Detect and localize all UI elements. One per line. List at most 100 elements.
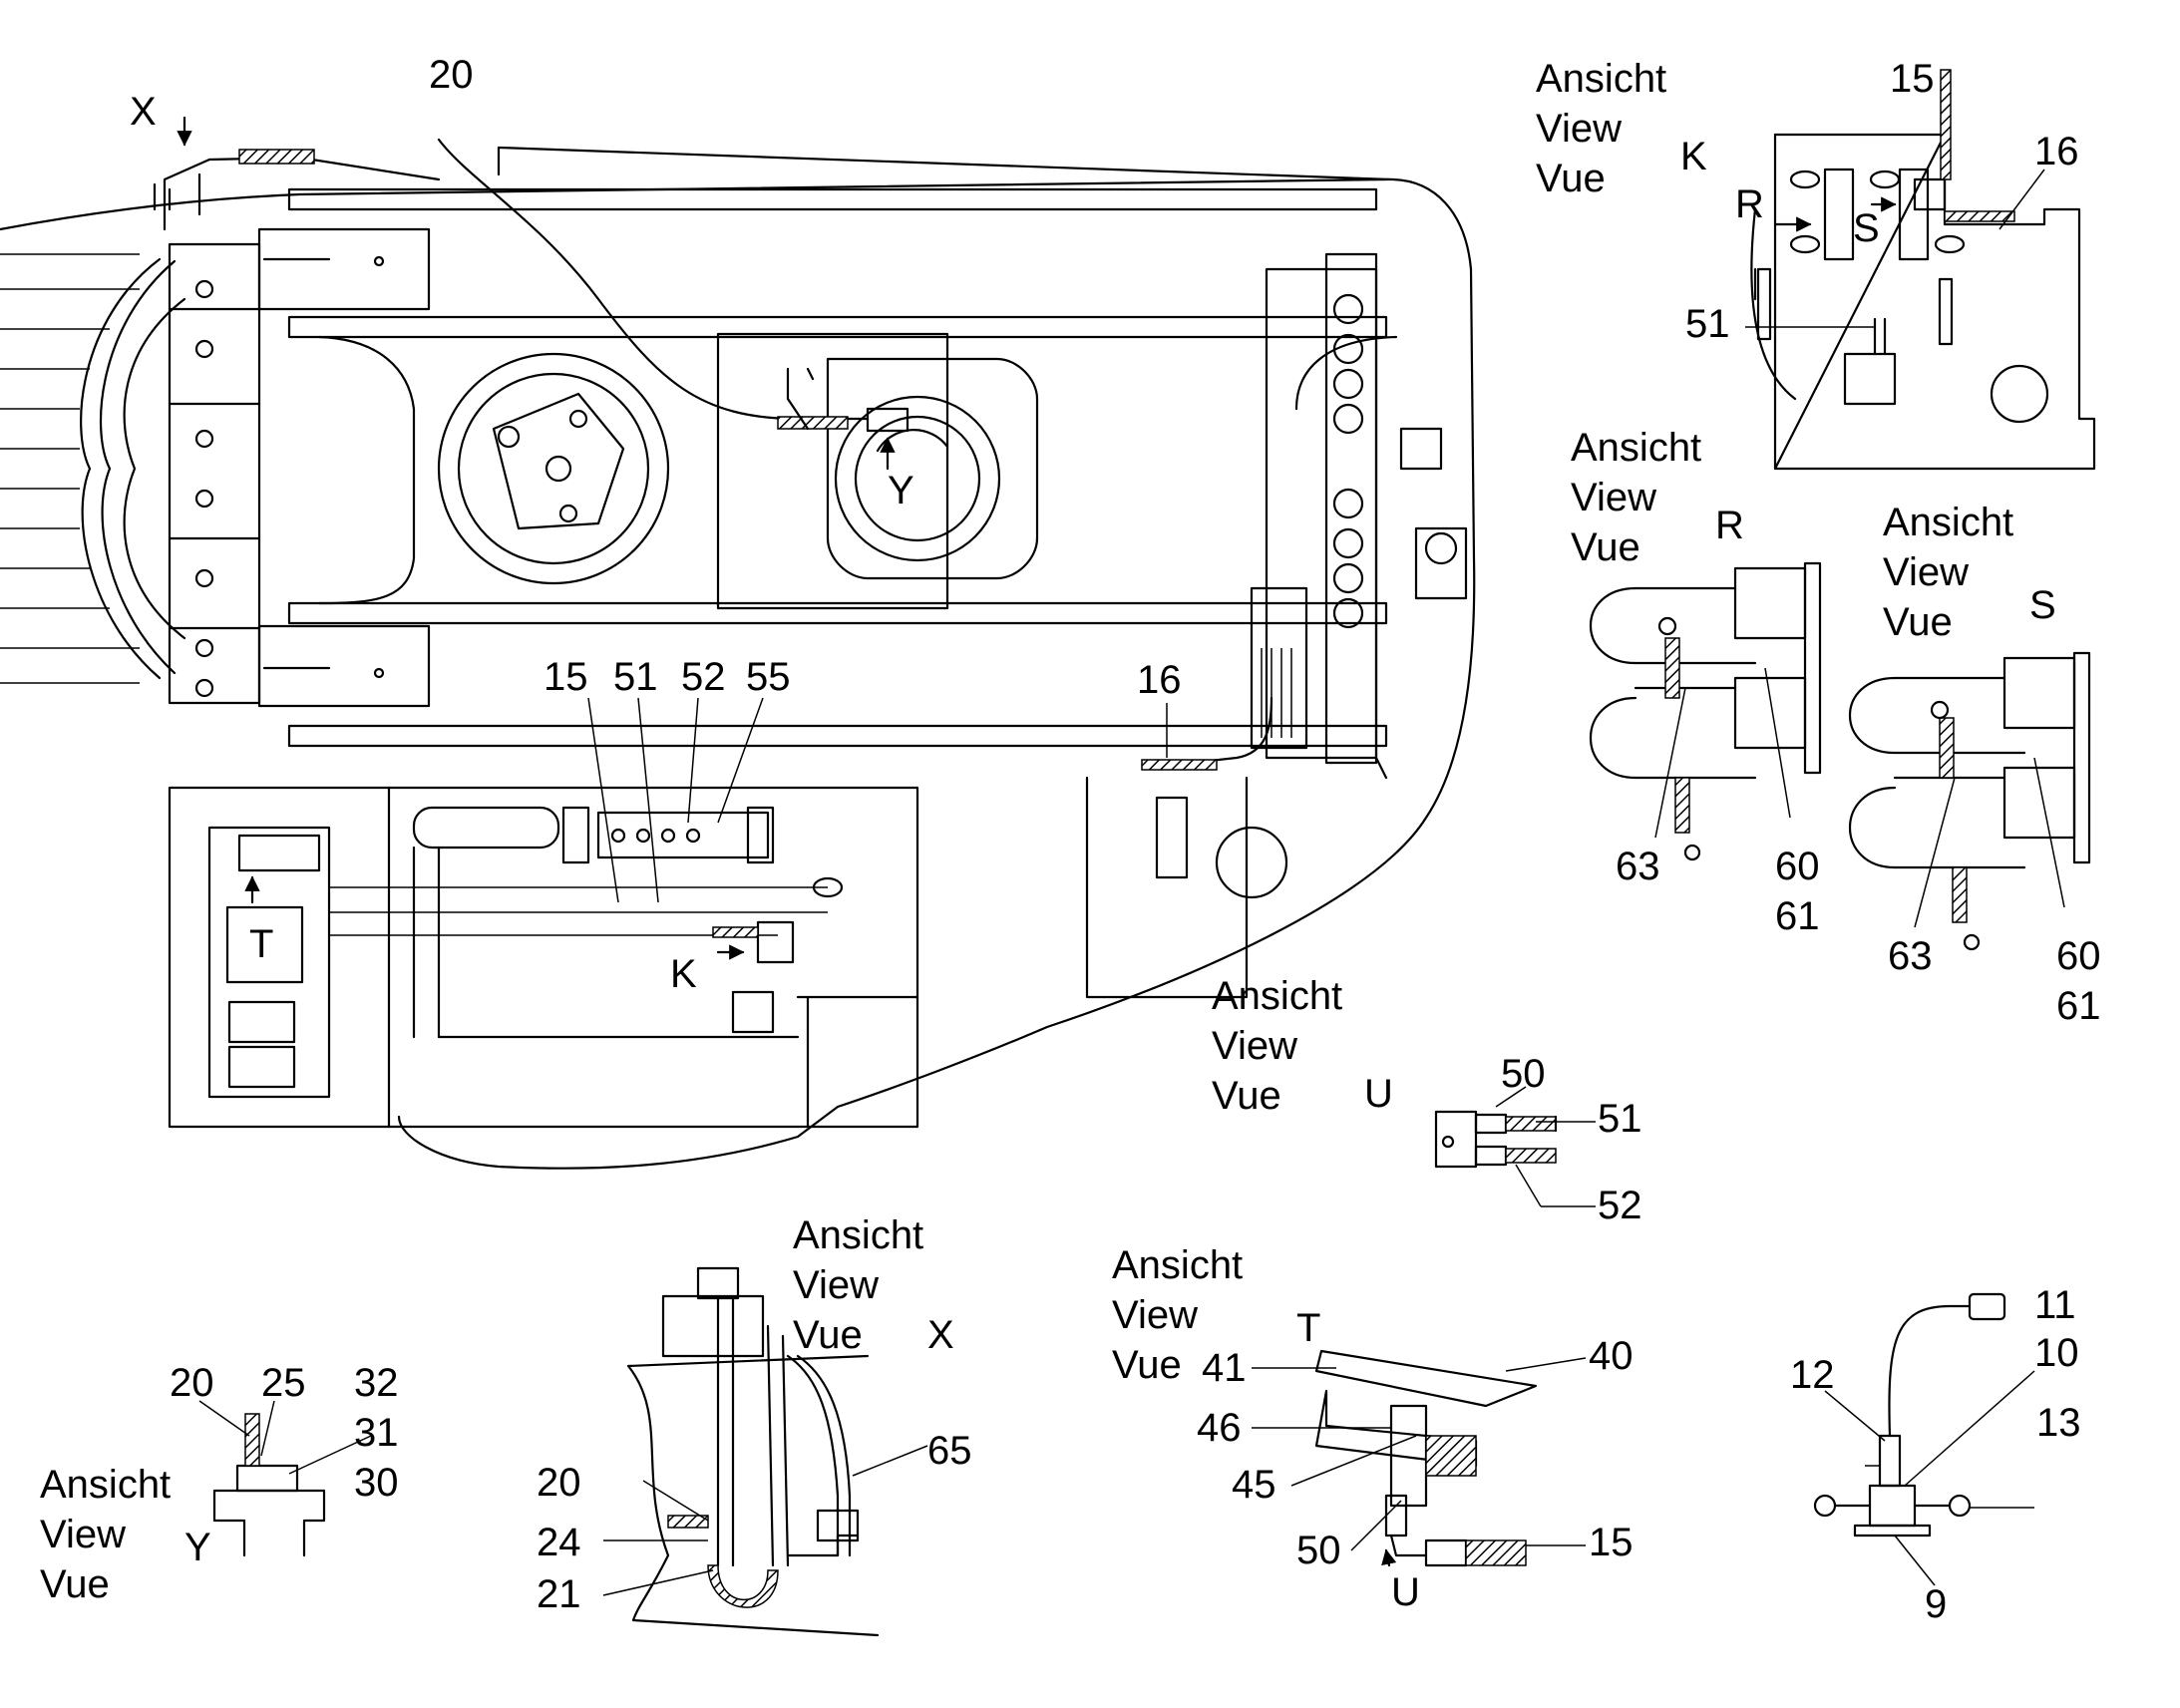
view-S-title-fr: Vue	[1883, 600, 1953, 644]
callout-16: 16	[1137, 658, 1182, 702]
sensor-detail: 11 10 12 13 9	[1790, 1283, 2081, 1626]
view-R-title-fr: Vue	[1571, 525, 1640, 569]
viewS-callout-63: 63	[1888, 934, 1933, 978]
manifold-bar	[596, 811, 770, 859]
arrow-label-K: K	[670, 952, 697, 996]
mark-T: T	[249, 922, 273, 966]
view-U-title-fr: Vue	[1212, 1074, 1281, 1118]
viewK-callout-16: 16	[2034, 130, 2079, 173]
callout-15: 15	[544, 655, 588, 699]
view-T: Ansicht View Vue T 41 40 46 45 50 15 U	[1112, 1243, 1634, 1614]
view-R-title-de: Ansicht	[1571, 426, 1701, 470]
view-U-title-de: Ansicht	[1212, 974, 1342, 1018]
view-X: Ansicht View Vue X 20 24 21 65	[537, 1213, 972, 1637]
viewT-callout-46: 46	[1197, 1406, 1242, 1450]
view-K: Ansicht View Vue K 15 16 51 R S	[1536, 57, 2096, 471]
viewT-callout-45: 45	[1232, 1463, 1276, 1507]
viewR-callout-60: 60	[1775, 845, 1820, 888]
view-S-title-de: Ansicht	[1883, 501, 2013, 544]
boom-end-block-lower	[257, 624, 431, 708]
boom-end-block-upper	[257, 227, 431, 311]
view-K-title-en: View	[1536, 107, 1622, 151]
rail-upper-1	[287, 187, 1378, 211]
viewR-callout-61: 61	[1775, 894, 1820, 938]
view-U-title-en: View	[1212, 1024, 1297, 1068]
rail-upper-2	[287, 315, 1388, 339]
viewY-callout-25: 25	[261, 1361, 306, 1405]
viewY-callout-30: 30	[354, 1461, 399, 1505]
view-T-title-de: Ansicht	[1112, 1243, 1243, 1287]
viewY-callout-31: 31	[354, 1411, 399, 1455]
viewK-callout-15: 15	[1890, 57, 1935, 101]
callout-20: 20	[429, 53, 474, 97]
callout-51: 51	[613, 655, 658, 699]
viewS-callout-61: 61	[2056, 984, 2101, 1028]
view-R-letter: R	[1715, 504, 1744, 547]
view-Y-title-de: Ansicht	[40, 1463, 171, 1507]
view-S-letter: S	[2029, 583, 2056, 627]
viewT-callout-40: 40	[1589, 1334, 1634, 1378]
sensor-callout-10: 10	[2034, 1331, 2079, 1375]
viewY-callout-32: 32	[354, 1361, 399, 1405]
viewS-callout-60: 60	[2056, 934, 2101, 978]
view-R: Ansicht View Vue R 63 60 61	[1571, 426, 1822, 938]
hose-20	[437, 138, 870, 421]
viewR-callout-63: 63	[1616, 845, 1660, 888]
frame-outline	[0, 177, 1476, 1170]
viewU-callout-50: 50	[1501, 1052, 1546, 1096]
block-K	[756, 920, 795, 964]
viewT-callout-15: 15	[1589, 1521, 1634, 1564]
view-T-title-fr: Vue	[1112, 1343, 1182, 1387]
viewK-arrow-S: S	[1853, 206, 1880, 250]
swing-motor-left	[437, 352, 670, 585]
view-R-title-en: View	[1571, 476, 1656, 519]
view-U-letter: U	[1364, 1072, 1393, 1116]
mark-Y: Y	[888, 469, 914, 512]
view-X-title-fr: Vue	[793, 1313, 863, 1357]
sensor-callout-9: 9	[1925, 1582, 1947, 1626]
sensor-callout-12: 12	[1790, 1353, 1835, 1397]
viewU-callout-52: 52	[1598, 1184, 1642, 1227]
viewT-arrow-U: U	[1391, 1570, 1420, 1614]
view-K-letter: K	[1680, 135, 1707, 178]
viewY-callout-20: 20	[170, 1361, 214, 1405]
hose-bundle-left	[0, 253, 186, 684]
pedal-T-box	[225, 905, 304, 984]
view-K-title-de: Ansicht	[1536, 57, 1666, 101]
viewX-callout-20: 20	[537, 1461, 581, 1505]
view-Y: Ansicht View Vue Y 20 25 32 31 30	[40, 1361, 399, 1606]
arrow-label-X: X	[130, 90, 157, 134]
view-X-letter: X	[927, 1313, 954, 1357]
rail-lower-1	[287, 601, 1388, 625]
view-S: Ansicht View Vue S 63 60 61	[1848, 501, 2101, 1028]
viewX-callout-24: 24	[537, 1521, 581, 1564]
viewT-callout-41: 41	[1202, 1346, 1247, 1390]
valve-block-stack-left	[168, 242, 261, 705]
view-X-title-de: Ansicht	[793, 1213, 923, 1257]
sensor-callout-11: 11	[2034, 1283, 2076, 1327]
hose-16	[1145, 696, 1273, 770]
view-T-letter: T	[1296, 1306, 1320, 1350]
viewX-callout-21: 21	[537, 1572, 581, 1616]
view-Y-letter: Y	[184, 1526, 211, 1569]
viewT-callout-50: 50	[1296, 1529, 1341, 1572]
view-Y-title-en: View	[40, 1513, 126, 1556]
swing-motor-right	[777, 357, 1039, 580]
viewU-callout-51: 51	[1598, 1097, 1642, 1141]
valve-column-right	[1250, 252, 1468, 765]
viewK-callout-51: 51	[1685, 302, 1730, 346]
viewX-callout-65: 65	[927, 1429, 972, 1473]
view-U: Ansicht View Vue U 50 51 52	[1212, 974, 1642, 1227]
sensor-callout-13: 13	[2036, 1401, 2081, 1445]
rail-lower-2	[287, 724, 1388, 748]
view-X-title-en: View	[793, 1263, 879, 1307]
view-K-title-fr: Vue	[1536, 157, 1606, 200]
view-T-title-en: View	[1112, 1293, 1198, 1337]
callout-55: 55	[746, 655, 791, 699]
main-assembly-view: T	[0, 53, 1476, 1170]
operator-platform: T	[168, 786, 919, 1129]
view-Y-title-fr: Vue	[40, 1562, 110, 1606]
pedal-plate	[1314, 1349, 1538, 1408]
viewK-arrow-R: R	[1735, 182, 1764, 226]
